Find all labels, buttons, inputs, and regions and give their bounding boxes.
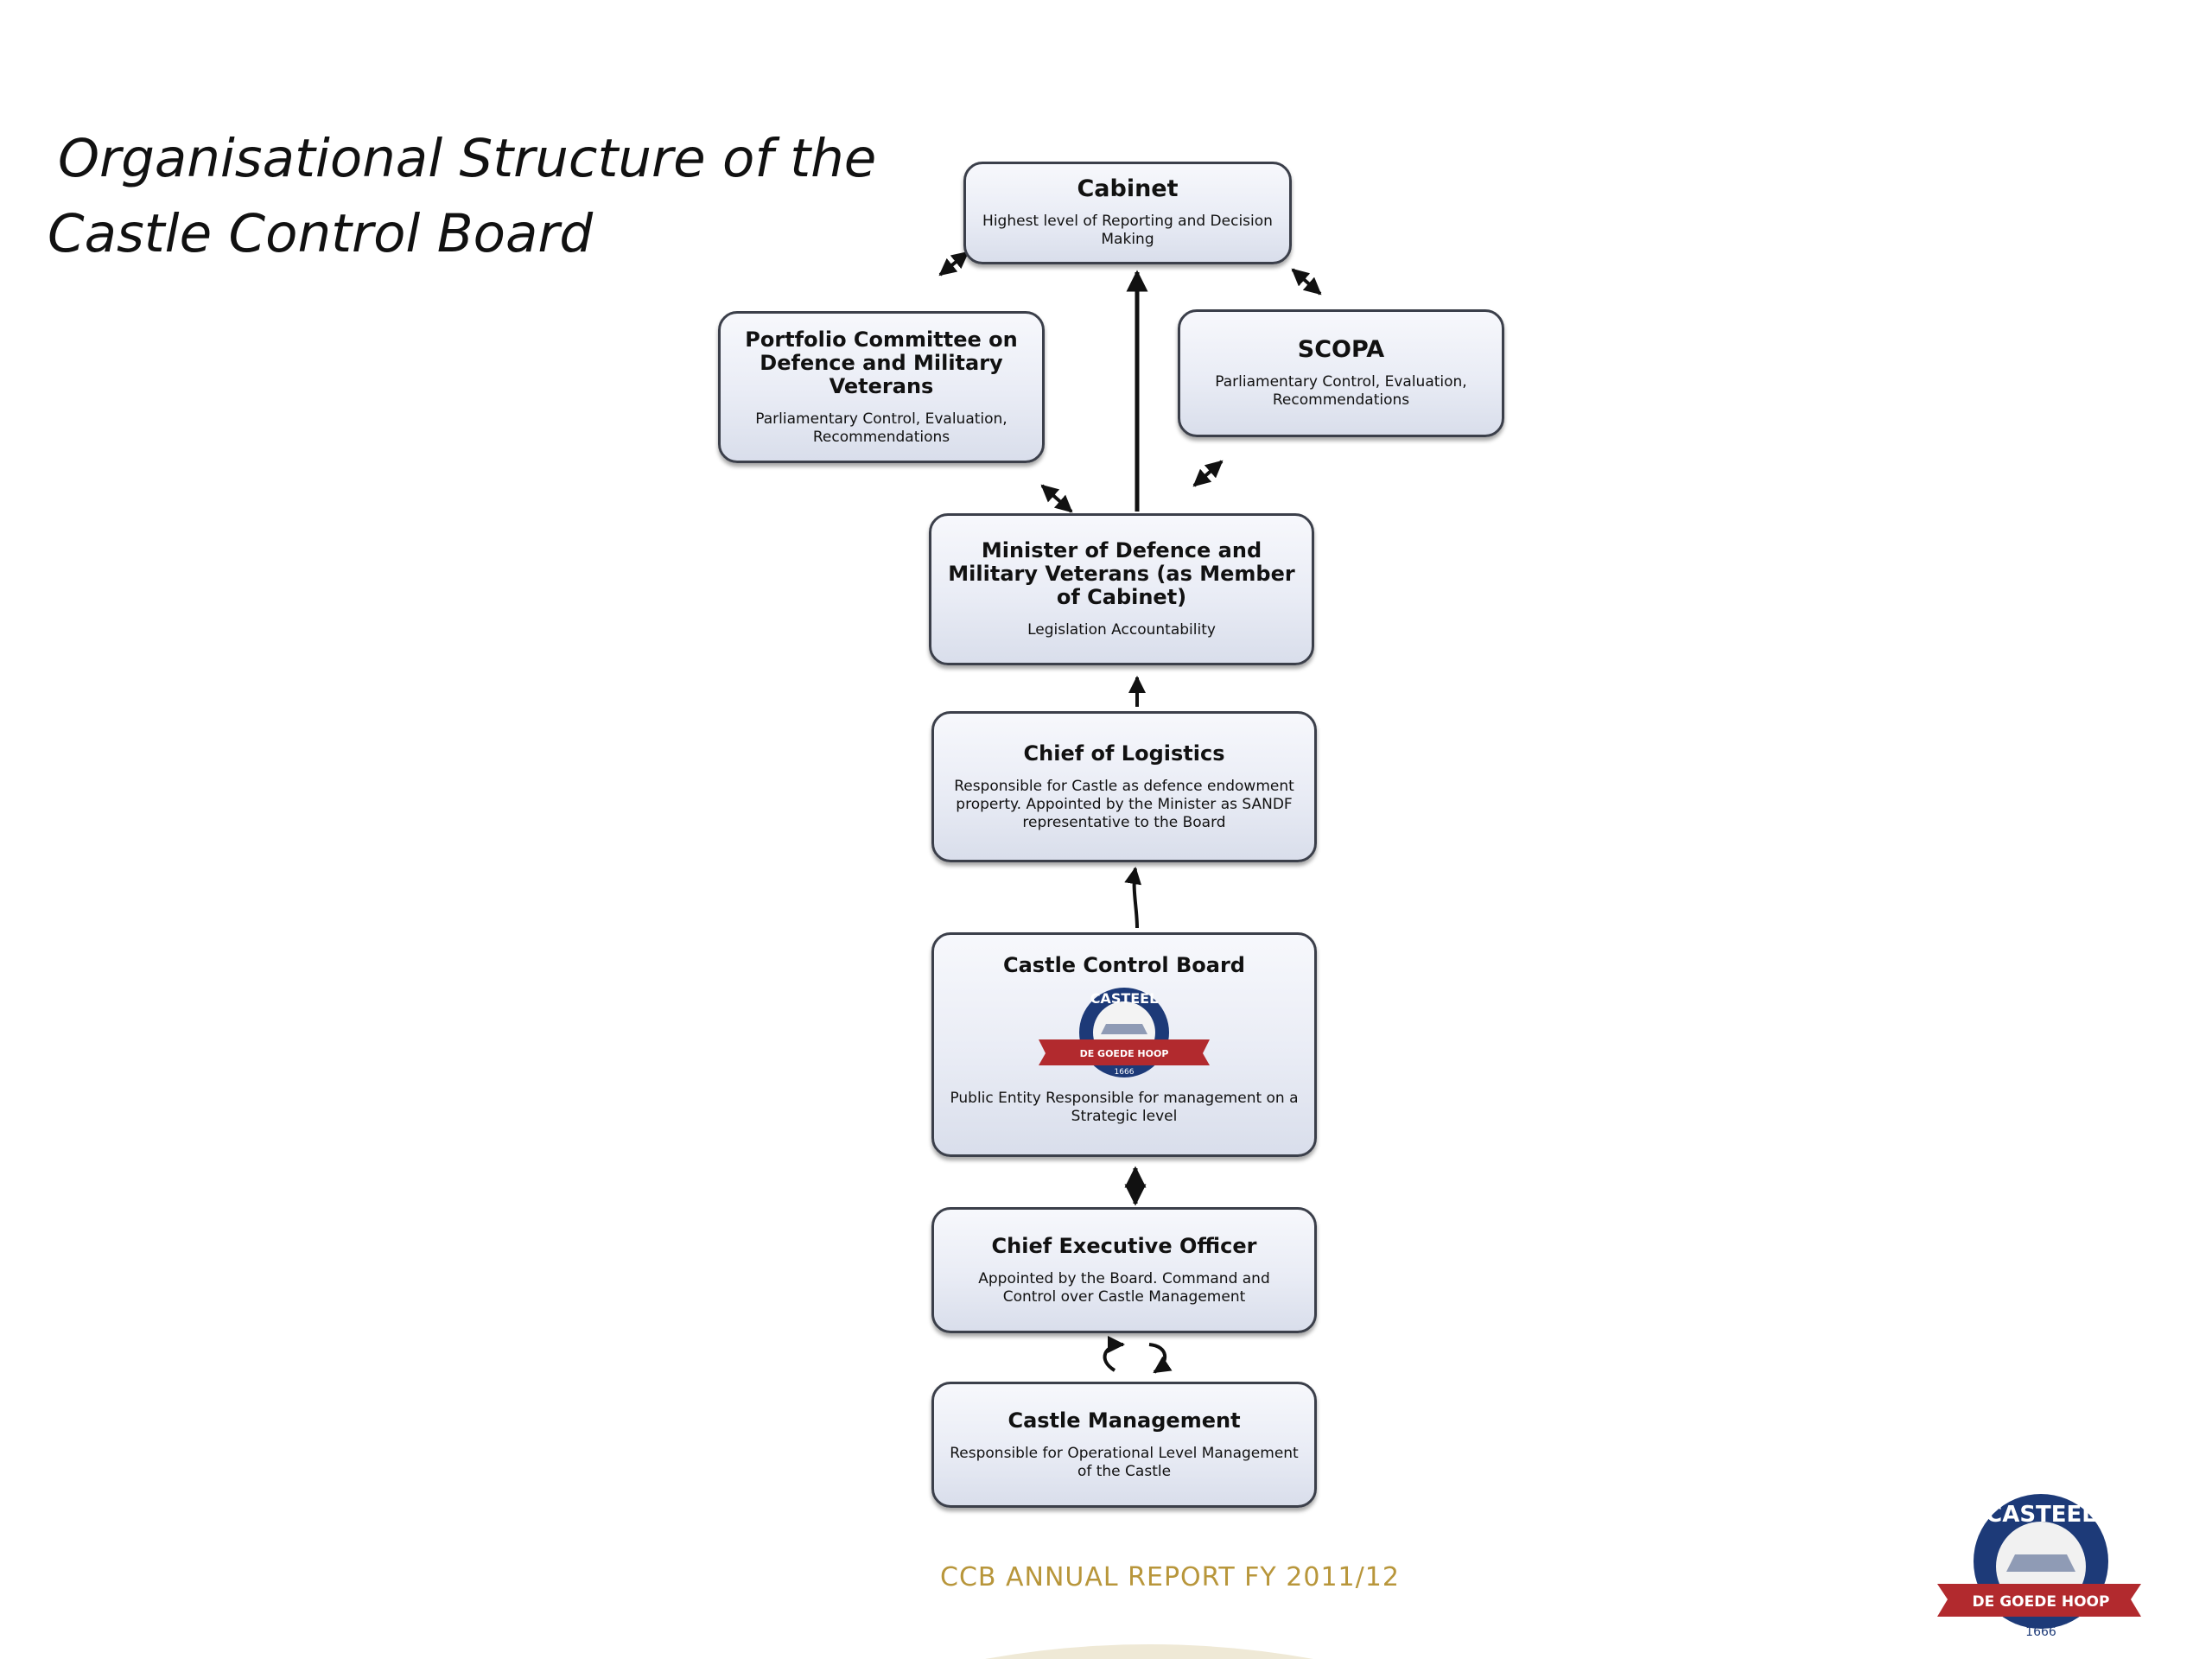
arrow-mgmt-ceo [1103,1336,1125,1372]
node-chief-executive-officer-title: Chief Executive Officer [991,1233,1257,1258]
node-portfolio-committee-desc: Parliamentary Control, Evaluation, Recom… [755,410,1007,446]
node-portfolio-committee-title: Portfolio Committee on Defence and Milit… [745,327,1018,398]
node-minister-desc: Legislation Accountability [1027,621,1216,639]
logo-banner [1039,1039,1210,1065]
node-cabinet-title: Cabinet [1077,175,1179,202]
corner-logo-castle-shape [2006,1554,2075,1572]
node-minister-title: Minister of Defence and Military Veteran… [948,538,1295,609]
node-scopa-desc: Parliamentary Control, Evaluation, Recom… [1215,372,1467,409]
node-cabinet: Cabinet Highest level of Reporting and D… [963,162,1292,264]
logo-castle-shape [1101,1024,1147,1034]
logo-banner-text: DE GOEDE HOOP [1080,1048,1169,1059]
node-chief-of-logistics: Chief of Logistics Responsible for Castl… [931,711,1317,862]
arrow-cabinet-portfolio [938,251,969,276]
slide-title-line-2: Castle Control Board [48,203,594,264]
logo-year-text: 1666 [1115,1068,1135,1077]
node-castle-control-board: Castle Control Board CASTEEL DE GOEDE HO… [931,932,1317,1157]
corner-logo-year-text: 1666 [2025,1625,2056,1639]
slide-title-line-1: Organisational Structure of the [58,128,877,189]
corner-logo-banner-text: DE GOEDE HOOP [1973,1593,2110,1611]
node-castle-control-board-title: Castle Control Board [1003,953,1245,977]
casteel-corner-logo-icon: CASTEEL DE GOEDE HOOP 1666 [1937,1494,2141,1639]
watermark-arc-icon [985,1644,1313,1659]
footer-report-label: CCB ANNUAL REPORT FY 2011/12 [940,1562,1400,1592]
arrow-ccb-logistics [1124,867,1142,929]
node-castle-management-title: Castle Management [1007,1408,1241,1433]
casteel-logo-icon: CASTEEL DE GOEDE HOOP 1666 [1039,988,1210,1077]
arrow-scopa-minister [1192,460,1224,487]
node-chief-of-logistics-title: Chief of Logistics [1023,741,1225,766]
logo-top-text: CASTEEL [1090,990,1159,1007]
arrow-cabinet-scopa [1291,268,1322,296]
slide-title: Organisational Structure of the Castle C… [48,121,912,271]
node-minister: Minister of Defence and Military Veteran… [929,513,1314,665]
arrow-ceo-mgmt [1148,1343,1173,1374]
node-castle-management: Castle Management Responsible for Operat… [931,1382,1317,1508]
node-castle-management-desc: Responsible for Operational Level Manage… [950,1444,1299,1480]
node-portfolio-committee: Portfolio Committee on Defence and Milit… [718,311,1045,463]
node-scopa-title: SCOPA [1297,335,1385,363]
node-castle-control-board-desc: Public Entity Responsible for management… [950,1090,1299,1125]
node-chief-of-logistics-desc: Responsible for Castle as defence endowm… [954,777,1294,831]
node-cabinet-desc: Highest level of Reporting and Decision … [982,213,1273,248]
watermark-arc [985,1644,1313,1659]
node-scopa: SCOPA Parliamentary Control, Evaluation,… [1178,309,1504,437]
node-chief-executive-officer-desc: Appointed by the Board. Command and Cont… [978,1269,1270,1306]
corner-logo-top-text: CASTEEL [1986,1502,2096,1528]
corner-logo-banner [1937,1584,2141,1617]
arrow-portfolio-minister [1040,484,1073,513]
node-chief-executive-officer: Chief Executive Officer Appointed by the… [931,1207,1317,1333]
